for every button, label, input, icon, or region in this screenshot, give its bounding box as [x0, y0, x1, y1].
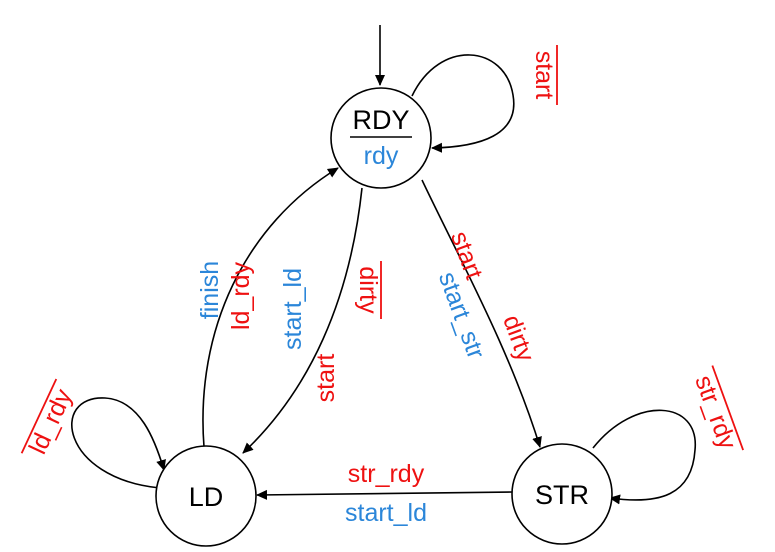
label-rdy-self: start [530, 45, 558, 105]
state-ld-name: LD [189, 482, 224, 512]
label-rdy-self-condition: start [530, 51, 558, 100]
label-str-to-ld-condition: str_rdy [348, 460, 425, 488]
label-str-to-ld-output: start_ld [345, 499, 427, 527]
state-ld: LD [155, 445, 257, 547]
state-rdy: RDY rdy [330, 87, 432, 189]
edge-rdy-to-str [421, 179, 542, 448]
edge-ld-to-rdy [202, 167, 339, 448]
label-ld-to-rdy-output-text: finish [196, 261, 224, 319]
state-str-circle [511, 443, 613, 545]
label-str-self-condition: str_rdy [689, 372, 742, 454]
ld-self-loop [71, 397, 166, 489]
edge-str-to-ld [256, 489, 514, 500]
str-self-loop [592, 409, 696, 505]
state-rdy-output: rdy [364, 142, 399, 170]
label-rdy-to-ld-output-text: start_ld [279, 268, 307, 350]
label-rdy-to-ld-cond1: start [312, 354, 340, 403]
state-ld-circle [155, 445, 257, 547]
state-rdy-name: RDY [352, 105, 409, 135]
label-rdy-to-ld-cond2: dirty [354, 261, 382, 319]
label-ld-to-rdy-condition: ld_rdy [227, 261, 255, 330]
state-str: STR [511, 443, 613, 545]
edge-rdy-to-ld [242, 187, 363, 454]
label-rdy-to-str-output: start_str [433, 268, 490, 362]
state-rdy-circle [330, 87, 432, 189]
label-ld-to-rdy-condition-text: ld_rdy [227, 261, 255, 330]
label-ld-self-condition: ld_rdy [24, 384, 78, 458]
label-rdy-to-ld-cond2-text: dirty [354, 266, 382, 314]
label-ld-to-rdy-output: finish [196, 261, 224, 319]
label-rdy-to-str-cond2: dirty [497, 311, 540, 365]
rdy-self-loop [411, 54, 515, 153]
label-rdy-to-ld-cond1-text: start [312, 354, 340, 403]
label-rdy-to-str-cond2-text: dirty [497, 311, 540, 365]
label-rdy-to-str-output-text: start_str [433, 268, 490, 362]
label-rdy-to-ld-output: start_ld [279, 268, 307, 350]
state-str-name: STR [535, 480, 589, 510]
